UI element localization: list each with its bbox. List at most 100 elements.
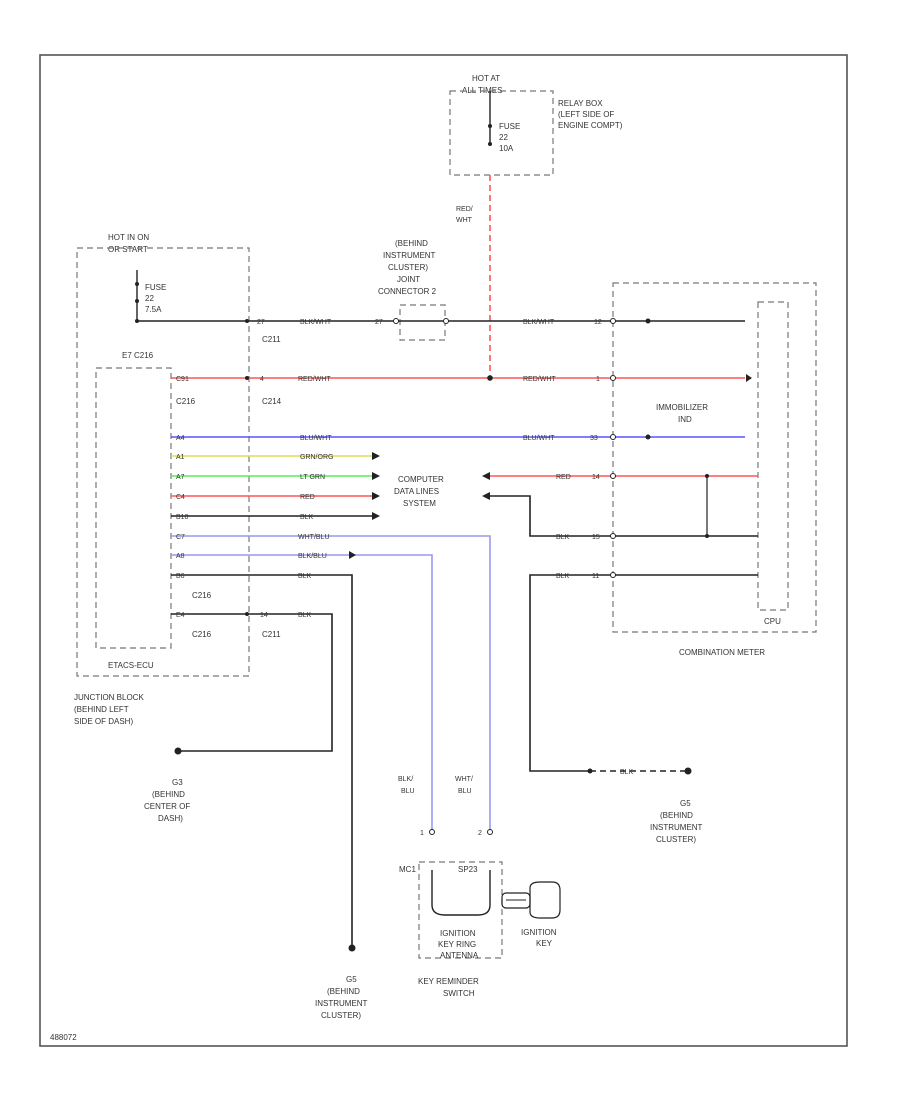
meter-red-arrow: [482, 472, 490, 480]
meter-blk-pin: 15: [592, 534, 600, 541]
ground-right-dot-left: [587, 768, 593, 774]
wire-redwht-label: RED/WHT: [298, 376, 331, 383]
relay-hot-line1: HOT AT: [472, 74, 500, 83]
ignition-key-icon: [501, 881, 561, 919]
wire-blk3-pin-right: 14: [260, 612, 268, 619]
red-wht-splice: [487, 375, 493, 381]
relay-fuse-dot-top: [488, 124, 492, 128]
jb-fuse-line2: 22: [145, 294, 154, 303]
key-wire-right-line1: WHT/: [455, 776, 473, 783]
blk-ground-left-wire: [171, 613, 333, 752]
meter-pin-12: [610, 318, 616, 324]
ignition-key-line1: IGNITION: [521, 928, 557, 937]
key-pin-right: [487, 829, 493, 835]
key-wire-left-line2: BLU: [401, 788, 415, 795]
junction-block-box: [76, 247, 250, 677]
key-pin-right-num: 2: [478, 830, 482, 837]
combination-meter-box: [612, 282, 817, 633]
meter-blk-arrow: [482, 492, 490, 500]
wire-grnorg-pin: A1: [176, 454, 185, 461]
wire-ltgrn-label: LT GRN: [300, 474, 325, 481]
joint-pin-right: [443, 318, 449, 324]
etacs-ecu-box: [95, 367, 172, 649]
red-wht-arrow: [746, 374, 752, 382]
joint-line1: (BEHIND: [395, 239, 428, 248]
wire-redwht-pin-meter: 1: [596, 376, 600, 383]
red-wht-label-line2: WHT: [456, 217, 473, 224]
grn-org-arrow: [372, 452, 380, 460]
wire-redwht-label-right: RED/WHT: [523, 376, 556, 383]
ignition-key-line2: KEY: [536, 939, 553, 948]
terminator-dot-bottom: [705, 534, 709, 538]
relay-location-line3: ENGINE COMPT): [558, 121, 623, 130]
conn-c211-top: C211: [262, 335, 281, 344]
diagram-frame: [39, 54, 848, 1047]
relay-location-line2: (LEFT SIDE OF: [558, 110, 614, 119]
ground-left-line2: CENTER OF: [144, 802, 190, 811]
joint-line4: JOINT: [397, 275, 420, 284]
wire-bluwht-label: BLU/WHT: [300, 435, 332, 442]
joint-pin-left: [393, 318, 399, 324]
jb-hot-line2: OR START: [108, 245, 148, 254]
meter-blk-wire: [490, 495, 758, 537]
wire-redwht-pin-left: C91: [176, 376, 189, 383]
jb-fuse-dot-top: [135, 282, 139, 286]
immobilizer-line2: IND: [678, 415, 692, 424]
lt-grn-arrow: [372, 472, 380, 480]
conn-c214-right: C214: [262, 397, 282, 406]
wire-blk2-label: BLK: [298, 573, 312, 580]
ground-right-terminal: [684, 767, 692, 775]
wire-bluwht-label-right: BLU/WHT: [523, 435, 555, 442]
ground-bottom-line3: CLUSTER): [321, 1011, 361, 1020]
wire-blk2-pin: B6: [176, 573, 185, 580]
meter-pin-15: [610, 533, 616, 539]
wire-blkwht-pin-right: 27: [375, 319, 383, 326]
ground-left-terminal: [174, 747, 182, 755]
jb-fuse-dot-bottom: [135, 299, 139, 303]
conn-c216-last: C216: [192, 630, 212, 639]
ground-right-line3: CLUSTER): [656, 835, 696, 844]
immobilizer-line1: IMMOBILIZER: [656, 403, 708, 412]
blk-ground-bottom-wire: [171, 574, 353, 948]
jb-fuse-line3: 7.5A: [145, 305, 162, 314]
jb-location-line1: JUNCTION BLOCK: [74, 693, 144, 702]
ground-left-line3: DASH): [158, 814, 183, 823]
blk-blu-wire: [171, 554, 433, 830]
computer-data-line3: SYSTEM: [403, 499, 436, 508]
red-arrow: [372, 492, 380, 500]
wire-blk-label: BLK: [300, 514, 314, 521]
combination-meter-label: COMBINATION METER: [679, 648, 765, 657]
blu-wht-meter-dot: [645, 434, 651, 440]
jb-location-line2: (BEHIND LEFT: [74, 705, 129, 714]
meter-red-pin: 14: [592, 474, 600, 481]
wire-whtblu-pin: C7: [176, 534, 185, 541]
wire-blkwht-label: BLK/WHT: [300, 319, 332, 326]
blk-arrow: [372, 512, 380, 520]
joint-line3: CLUSTER): [388, 263, 428, 272]
joint-connector-box: [399, 304, 446, 341]
meter-pin-14: [610, 473, 616, 479]
relay-fuse-line3: 10A: [499, 144, 514, 153]
meter-blk2-pin: 11: [592, 573, 599, 580]
wire-ltgrn-pin: A7: [176, 474, 185, 481]
blk-blu-arrow: [349, 551, 356, 559]
joint-line5: CONNECTOR 2: [378, 287, 437, 296]
meter-blk2-label: BLK: [556, 573, 570, 580]
key-conn-right: SP23: [458, 865, 478, 874]
cpu-box: [757, 301, 789, 611]
blk-c211-dot: [245, 612, 249, 616]
blk-wht-meter-dot: [645, 318, 651, 324]
jb-hot-line1: HOT IN ON: [108, 233, 149, 242]
computer-data-line1: COMPUTER: [398, 475, 444, 484]
ground-right-id: G5: [680, 799, 691, 808]
jb-location-line3: SIDE OF DASH): [74, 717, 133, 726]
conn-c211-bottom: C211: [262, 630, 281, 639]
jb-inner-label: ETACS-ECU: [108, 661, 154, 670]
ground-bottom-line1: (BEHIND: [327, 987, 360, 996]
ground-bottom-line2: INSTRUMENT: [315, 999, 368, 1008]
wire-whtblu-label: WHT/BLU: [298, 534, 330, 541]
diagram-code: 488072: [50, 1033, 77, 1042]
cpu-label: CPU: [764, 617, 781, 626]
conn-c216-bottom: C216: [192, 591, 212, 600]
key-reminder-box: [418, 861, 503, 959]
